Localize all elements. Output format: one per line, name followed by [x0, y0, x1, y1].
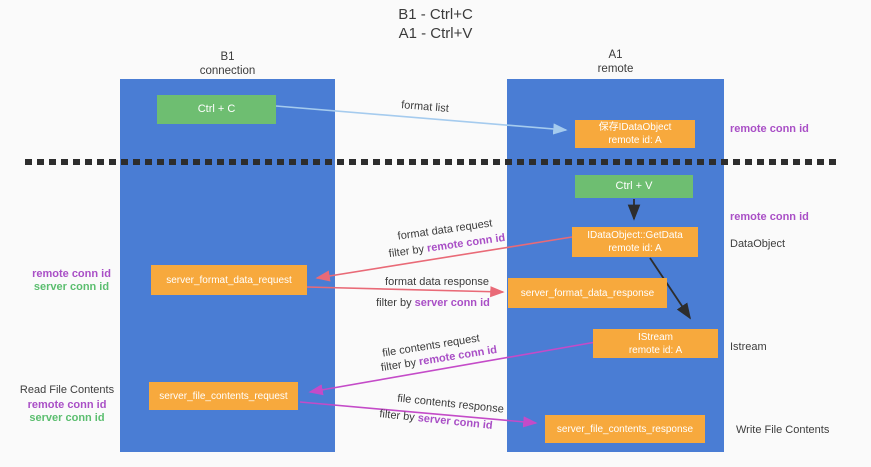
- node-ctrl-v: Ctrl + V: [575, 175, 693, 198]
- annotation-remote-conn-id-mid: remote conn id: [730, 211, 809, 223]
- node-server-file-contents-response-label: server_file_contents_response: [556, 423, 694, 435]
- node-istream-line1: IStream: [637, 331, 673, 343]
- node-ctrl-c-label: Ctrl + C: [197, 103, 236, 115]
- server-conn-id-text: server conn id: [414, 297, 490, 309]
- lifeline-header-a1: A1 remote: [507, 48, 724, 76]
- annotation-left-server-conn-id-2: server conn id: [29, 412, 105, 424]
- node-getdata-line1: IDataObject::GetData: [587, 230, 683, 241]
- node-getdata-line2: remote id: A: [608, 243, 662, 254]
- node-server-file-contents-request-label: server_file_contents_request: [159, 390, 288, 402]
- node-server-format-data-request: server_format_data_request: [151, 265, 307, 295]
- annotation-write-file-contents: Write File Contents: [736, 424, 830, 436]
- label-format-list: format list: [400, 99, 450, 115]
- lifeline-b1-name: B1: [220, 51, 235, 63]
- node-istream: IStream remote id: A: [593, 329, 718, 358]
- annotation-istream: Istream: [730, 341, 767, 353]
- node-idataobject-getdata: IDataObject::GetData remote id: A: [572, 227, 698, 257]
- node-istream-line2: remote id: A: [628, 344, 683, 356]
- node-save-idataobject: 保存IDataObject remote id: A: [575, 120, 695, 148]
- filter-by-text: filter by: [388, 243, 425, 261]
- annotation-read-file-group: Read File Contents remote conn id server…: [12, 384, 122, 425]
- node-save-idataobject-line1: 保存IDataObject: [598, 122, 672, 133]
- annotation-dataobject: DataObject: [730, 238, 786, 250]
- annotation-left-remote-conn-id-1: remote conn id: [32, 268, 111, 280]
- filter-by-text: filter by: [376, 297, 412, 309]
- node-server-format-data-response: server_format_data_response: [508, 278, 667, 308]
- lifeline-a1-role: remote: [597, 63, 634, 75]
- label-format-data-response: format data response: [385, 276, 489, 288]
- node-server-format-data-response-label: server_format_data_response: [520, 287, 655, 299]
- dashed-separator-line: [25, 159, 837, 165]
- annotation-read-file-contents: Read File Contents: [19, 384, 115, 396]
- node-server-file-contents-response: server_file_contents_response: [545, 415, 705, 443]
- node-save-idataobject-line2: remote id: A: [608, 135, 662, 146]
- annotation-left-server-conn-id-1: server conn id: [33, 281, 110, 293]
- node-server-format-data-request-label: server_format_data_request: [166, 274, 292, 286]
- label-filter-by-server-1: filter by server conn id: [374, 297, 492, 309]
- annotation-left-conn-ids: remote conn id server conn id: [24, 268, 119, 294]
- annotation-left-remote-conn-id-2: remote conn id: [27, 399, 107, 411]
- lifeline-b1-role: connection: [199, 65, 256, 77]
- node-ctrl-c: Ctrl + C: [157, 95, 276, 124]
- lifeline-header-b1: B1 connection: [120, 50, 335, 78]
- server-conn-id-text: server conn id: [417, 412, 494, 432]
- lifeline-a1-name: A1: [608, 49, 623, 61]
- annotation-remote-conn-id-top: remote conn id: [730, 123, 809, 135]
- diagram-title-line2: A1 - Ctrl+V: [398, 25, 473, 42]
- diagram-title-line1: B1 - Ctrl+C: [398, 6, 473, 23]
- node-server-file-contents-request: server_file_contents_request: [149, 382, 298, 410]
- node-ctrl-v-label: Ctrl + V: [615, 180, 653, 192]
- filter-by-text: filter by: [378, 408, 416, 424]
- filter-by-text: filter by: [380, 356, 418, 375]
